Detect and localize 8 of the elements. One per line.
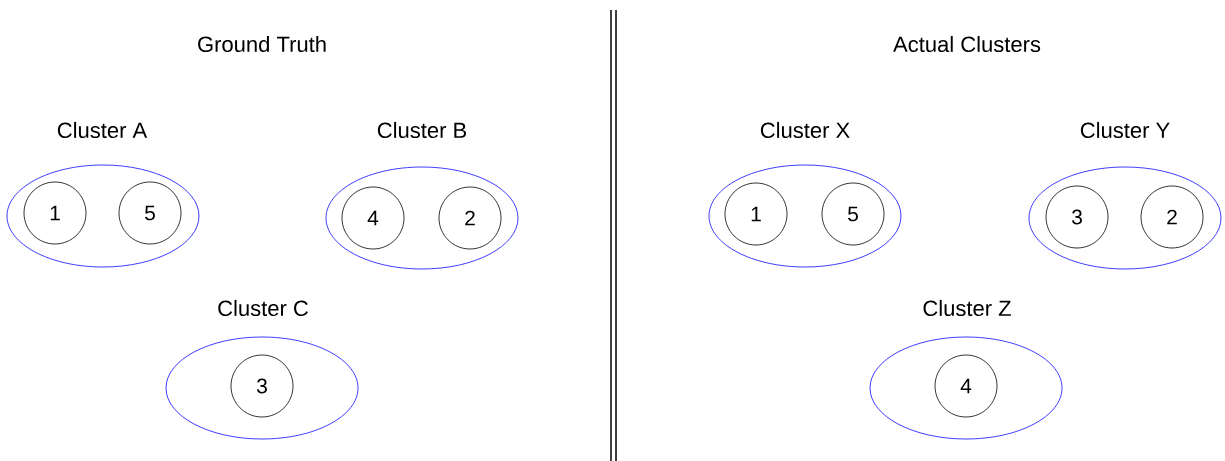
panel-title: Ground Truth	[198, 35, 326, 53]
panel-title: Actual Clusters	[893, 35, 1041, 53]
cluster-heading: Cluster X	[760, 121, 850, 139]
cluster-heading: Cluster C	[218, 299, 308, 317]
cluster-heading: Cluster Y	[1080, 121, 1170, 139]
cluster-heading: Cluster Z	[923, 299, 1011, 317]
cluster-heading: Cluster B	[377, 121, 467, 139]
cluster-heading: Cluster A	[57, 121, 148, 139]
